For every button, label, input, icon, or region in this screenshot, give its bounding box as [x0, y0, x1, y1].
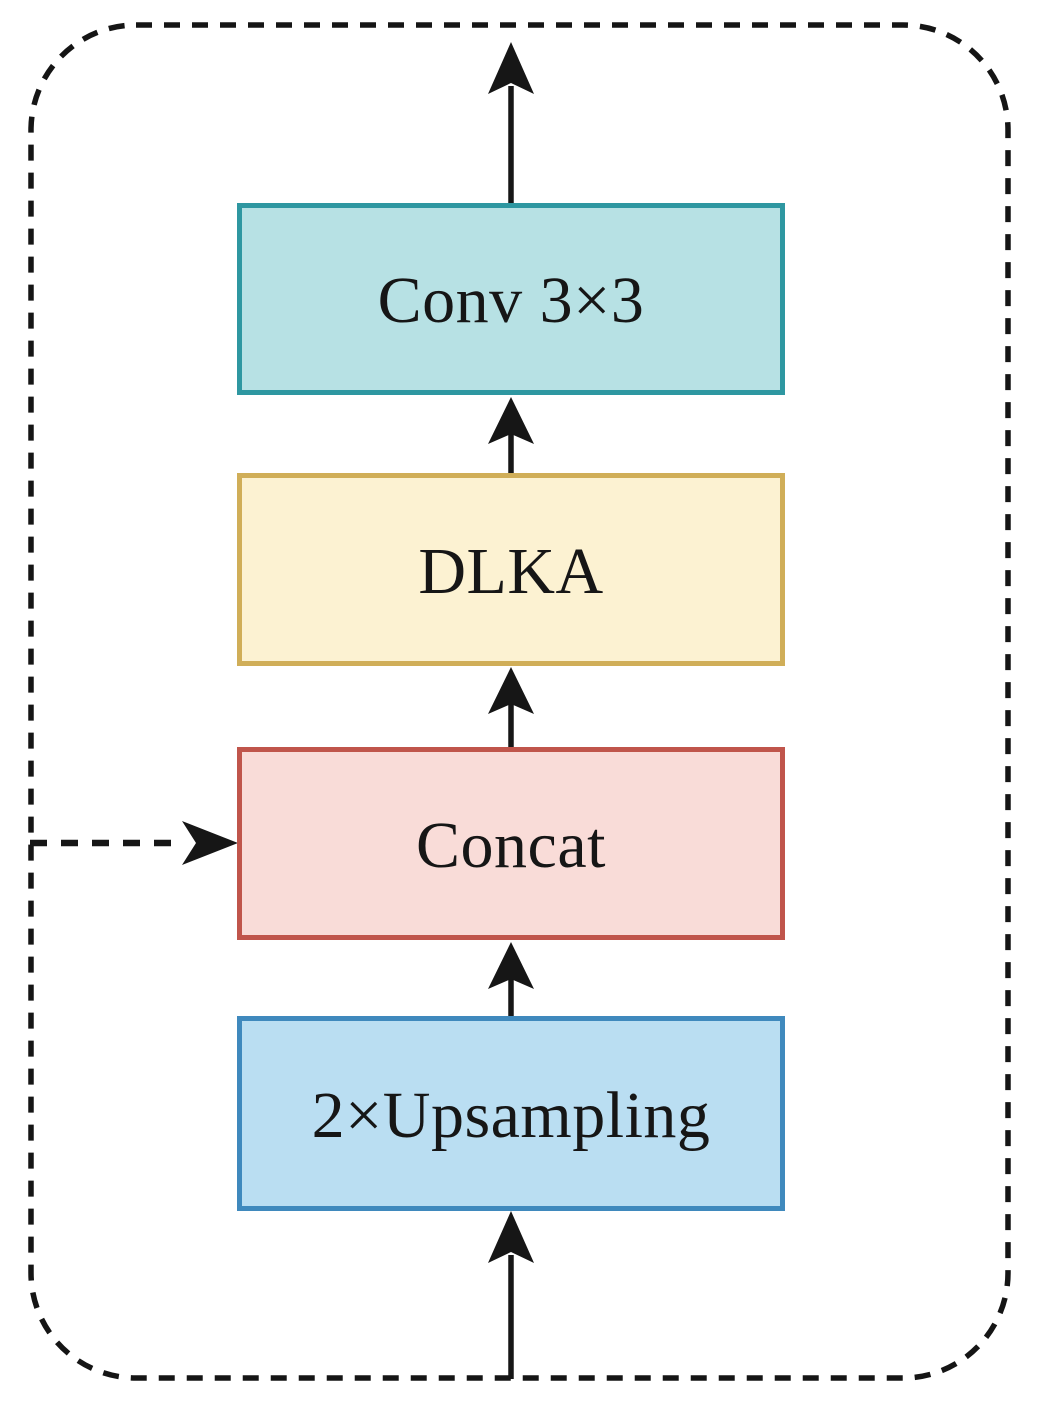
node-concat: Concat	[237, 747, 785, 940]
output-arrow-icon	[488, 42, 534, 203]
node-conv3x3-label: Conv 3×3	[377, 264, 645, 337]
node-upsampling: 2×Upsampling	[237, 1016, 785, 1211]
node-concat-label: Concat	[416, 808, 606, 882]
node-conv3x3: Conv 3×3	[237, 203, 785, 395]
arrow-upsampling-to-concat-icon	[488, 942, 534, 1017]
input-arrow-icon	[488, 1211, 534, 1379]
arrow-concat-to-dlka-icon	[488, 667, 534, 748]
node-upsampling-label: 2×Upsampling	[311, 1078, 711, 1152]
node-dlka-label: DLKA	[418, 534, 604, 608]
skip-connection-arrow-icon	[30, 821, 238, 865]
arrow-dlka-to-conv-icon	[488, 397, 534, 474]
node-dlka: DLKA	[237, 473, 785, 666]
